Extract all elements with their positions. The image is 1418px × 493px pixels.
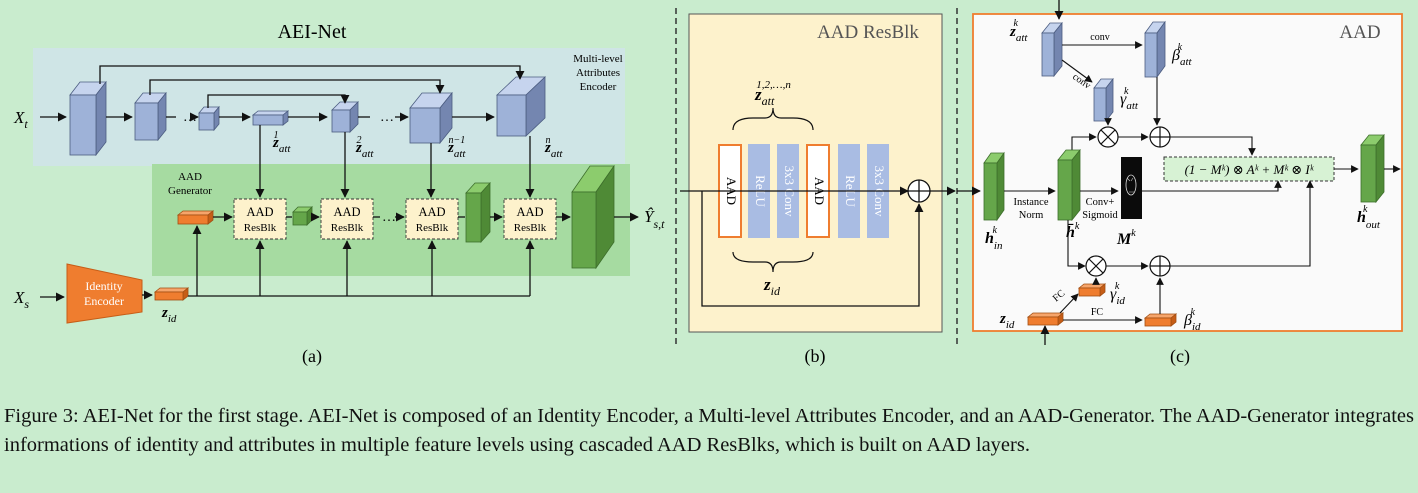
c-z-id-label: zid [999,311,1015,331]
encoder-block-3 [198,105,220,132]
aad-resblk-2: AAD ResBlk [320,198,374,240]
generator-green-block-small [292,206,313,226]
formula-box [1163,156,1335,182]
h-in-label: hink [985,225,1003,252]
gamma-att-label: γattk [1120,86,1139,112]
mask-image [1121,157,1142,219]
svg-text:Identity: Identity [85,279,122,293]
instance-norm-line2: Norm [1019,210,1044,221]
generator-label-line1: AAD [178,171,202,183]
generator-initial-block [176,210,215,225]
aad-resblk-1: AAD ResBlk [233,198,287,240]
figure-diagram: AEI-Net Multi-level Attributes Encoder A… [13,0,1403,367]
generator-green-block-mid [465,181,491,244]
h-out-label: houtk [1357,204,1381,231]
fc-label-beta: FC [1091,307,1104,318]
encoder-bottleneck-block [251,110,290,126]
encoder-label-line3: Encoder [580,81,617,93]
encoder-block-1 [69,80,107,157]
aad-title: AAD [1339,22,1380,43]
panel-c: AAD zattk conv conv βattk γattk [957,0,1403,367]
input-target-label: Xt [13,108,28,131]
top-add-icon [1149,126,1171,148]
panel-b-caption-letter: (b) [805,346,826,367]
top-multiply-icon [1097,126,1119,148]
svg-text:AAD: AAD [418,205,445,219]
beta-att-label: βattk [1171,42,1193,68]
z-att-brace [732,107,814,131]
c-z-att-block [1041,21,1063,78]
conv-label-beta: conv [1090,32,1109,43]
svg-text:Encoder: Encoder [84,294,124,308]
instance-norm-line1: Instance [1014,197,1049,208]
panel-c-caption-letter: (c) [1170,346,1190,367]
gamma-att-block [1093,77,1114,123]
z-id-vector [153,287,190,301]
generator-ellipsis: … [382,210,396,225]
resblk-z-att-label: zatt1,2,…,n [754,79,791,108]
z-att-n-label: zattn [544,135,563,160]
beta-id-label: βidk [1183,307,1201,333]
z-att-2-label: zatt2 [355,135,374,160]
decoder-block-n [495,76,547,137]
input-source-label: Xs [13,288,29,311]
residual-sum-icon [907,179,931,203]
encoder-ellipsis-1: … [183,110,197,125]
panel-b: AAD ResBlk zatt1,2,…,n AAD ReLU 3x3 Conv… [680,13,956,367]
h-in-block [983,151,1005,222]
panel-a: AEI-Net Multi-level Attributes Encoder A… [13,21,665,367]
z-att-1-label: zatt1 [272,130,291,155]
svg-text:ResBlk: ResBlk [331,222,364,234]
conv-sigmoid-line2: Sigmoid [1082,210,1118,221]
decoder-block-n1 [409,91,453,145]
bottom-add-icon [1149,255,1171,277]
c-z-att-k-label: zattk [1009,18,1028,44]
h-bar-label: h̄k [1066,221,1080,241]
svg-text:AAD: AAD [516,205,543,219]
generator-label-line2: Generator [168,185,212,197]
aad-resblk-n1: AAD ResBlk [405,198,459,240]
svg-text:ResBlk: ResBlk [416,222,449,234]
h-out-block [1360,133,1385,204]
panel-a-caption-letter: (a) [302,346,322,367]
svg-text:ResBlk: ResBlk [514,222,547,234]
resblk-title: AAD ResBlk [817,22,919,43]
figure-caption: Figure 3: AEI-Net for the first stage. A… [4,405,1414,456]
z-id-label: zid [161,305,177,325]
beta-att-block [1144,20,1166,79]
aei-net-title: AEI-Net [278,21,347,43]
decoder-block-1 [331,101,359,133]
bottom-multiply-icon [1085,255,1107,277]
gamma-id-label: γidk [1110,281,1125,307]
beta-id-vector [1143,313,1178,327]
svg-text:AAD: AAD [246,205,273,219]
h-bar-block [1057,148,1081,222]
z-att-n1-label: zattn−1 [447,135,466,160]
aad-resblk-n: AAD ResBlk [503,198,557,240]
encoder-label-line2: Attributes [576,67,620,79]
c-z-id-vector [1026,312,1065,326]
output-label: Ŷs,t [644,207,665,231]
encoder-block-2 [134,91,167,142]
identity-encoder: Identity Encoder [66,263,143,324]
svg-text:ResBlk: ResBlk [244,222,277,234]
generator-output-block [571,164,615,270]
resblk-z-id-label: zid [763,275,781,298]
encoder-ellipsis-2: … [380,110,394,125]
mask-label: Mk [1116,228,1136,248]
conv-sigmoid-line1: Conv+ [1086,197,1115,208]
svg-text:AAD: AAD [333,205,360,219]
gamma-id-vector [1077,283,1107,297]
z-id-brace [732,251,814,273]
encoder-label-line1: Multi-level [573,53,623,65]
fusion-formula: (1 − Mᵏ) ⊗ Aᵏ + Mᵏ ⊗ Iᵏ [1185,162,1315,177]
